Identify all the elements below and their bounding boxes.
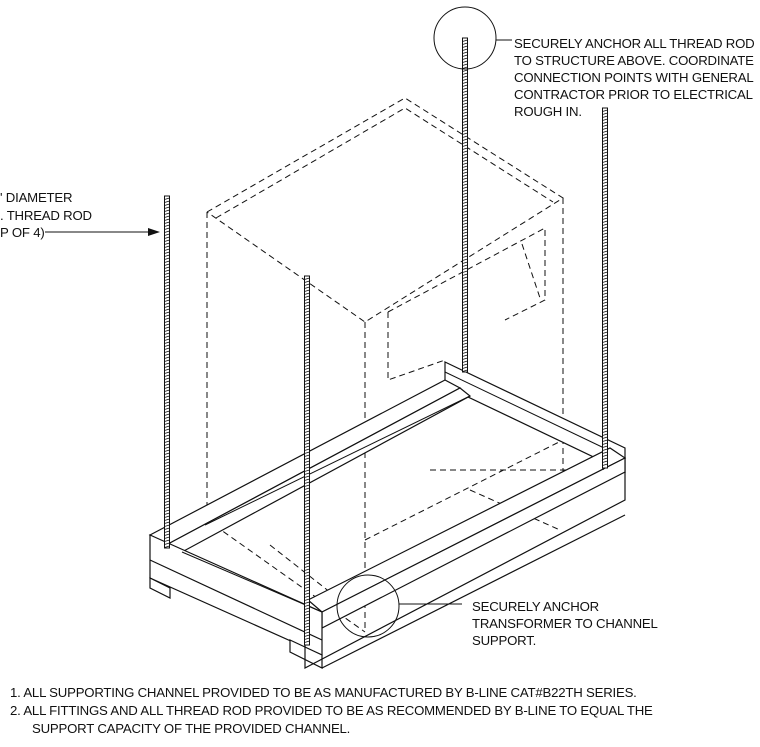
thread-rods [164, 37, 608, 646]
callout-bottom-right: SECURELY ANCHOR TRANSFORMER TO CHANNEL S… [472, 599, 661, 648]
callout-thread-rod: ' DIAMETER . THREAD ROD P OF 4) [0, 190, 95, 240]
thread-rod-rear-left [462, 37, 468, 373]
thread-rod-front-left [164, 195, 170, 549]
callout-top-right: SECURELY ANCHOR ALL THREAD ROD TO STRUCT… [514, 36, 758, 119]
detail-circle-top [433, 6, 497, 70]
thread-rod-rear-right [602, 107, 608, 469]
thread-rod-front-right [304, 275, 310, 646]
callout-graphics [45, 6, 512, 638]
rod-leader-arrow [148, 228, 160, 236]
general-notes: 1. ALL SUPPORTING CHANNEL PROVIDED TO BE… [10, 685, 656, 736]
detail-circle-bottom [336, 574, 400, 638]
